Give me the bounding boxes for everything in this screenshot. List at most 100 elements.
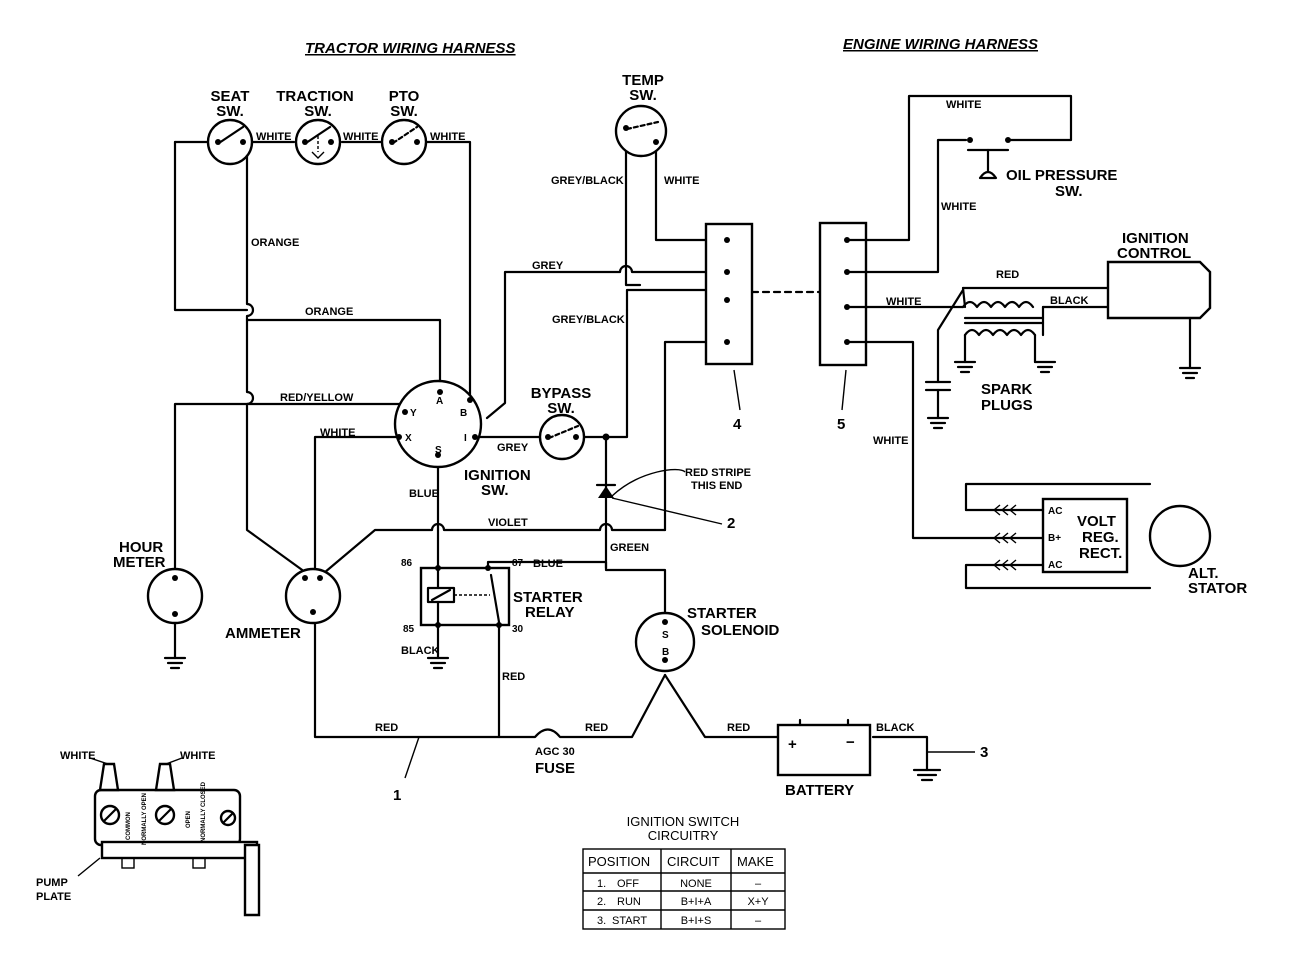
table-row-position: RUN [617,896,641,908]
wire-label-orange: ORANGE [251,237,299,249]
hour-meter [146,567,204,670]
diode [595,468,723,525]
pump-normally-open: NORMALLY OPEN [142,793,148,845]
table-header-position: POSITION [588,854,650,869]
ignition-sw-label-2: SW. [481,482,509,499]
wire-label-grey: GREY [497,442,529,454]
ign-pin-x: X [405,433,412,444]
pump-plate-label: PUMP [36,877,68,889]
table-row-circuit: B+I+S [681,915,712,927]
starter-relay-label-2: RELAY [525,604,574,621]
callout-1: 1 [393,787,401,804]
ign-pin-y: Y [410,408,417,419]
seat-sw-label-2: SW. [216,103,244,120]
ign-pin-a: A [436,396,443,407]
wire-label-white: WHITE [886,296,921,308]
volt-reg-label-3: RECT. [1079,545,1122,562]
wire-label-white: WHITE [941,201,976,213]
temp-sw-label: TEMP [622,72,664,89]
wire-label-white: WHITE [320,427,355,439]
hour-meter-label: HOUR [119,539,163,556]
ignition-control-label: IGNITION [1122,230,1189,247]
engine-wires [845,94,1110,540]
table-row-circuit: B+I+A [681,896,712,908]
ignition-control [1106,260,1212,380]
fuse-label: AGC 30 [535,746,575,758]
traction-sw-label-2: SW. [304,103,332,120]
battery-minus: − [846,734,855,751]
reg-pin-b-plus: B+ [1048,533,1061,544]
alt-stator [1148,504,1212,568]
battery-plus: + [788,736,797,753]
oil-pressure-sw-label: OIL PRESSURE [1006,167,1117,184]
wire-label-white: WHITE [946,99,981,111]
pto-switch [380,118,428,166]
spark-plugs-label: SPARK [981,381,1033,398]
table-row-make: – [755,878,762,890]
temp-switch [614,104,668,158]
wire-label-blue: BLUE [533,558,563,570]
wire-label-violet: VIOLET [488,517,528,529]
reg-pin-ac: AC [1048,560,1062,571]
oil-pressure-sw-label-2: SW. [1055,183,1083,200]
starter-solenoid-label-2: SOLENOID [701,622,780,639]
table-row-num: 1. [597,878,606,890]
wire-label-grey: GREY [532,260,564,272]
wire-label-red: RED [375,722,398,734]
fuse-label-2: FUSE [535,760,575,777]
wire-label-black: BLACK [401,645,440,657]
bypass-sw-label: BYPASS [531,385,592,402]
relay-pin-86: 86 [401,558,413,569]
volt-reg-label: VOLT [1077,513,1116,530]
ign-pin-s: S [435,445,442,456]
wire-label-red: RED [502,671,525,683]
table-row-num: 2. [597,896,606,908]
ammeter [284,567,342,625]
relay-pin-85: 85 [403,624,415,635]
bypass-switch [538,413,610,461]
connector-5 [818,221,868,411]
table-title-2: CIRCUITRY [648,828,719,843]
table-row-make: – [755,915,762,927]
pump-plate [77,757,261,917]
ammeter-label: AMMETER [225,625,301,642]
alt-stator-label-2: STATOR [1188,580,1247,597]
wire-label-black: BLACK [1050,295,1089,307]
tractor-harness-title: TRACTOR WIRING HARNESS [305,40,516,57]
pto-sw-label-2: SW. [390,103,418,120]
starter-relay [419,565,511,670]
wire-label-green: GREEN [610,542,649,554]
battery [776,718,872,777]
ignition-switch [393,379,483,469]
volt-reg-label-2: REG. [1082,529,1119,546]
ignition-sw-label: IGNITION [464,467,531,484]
table-header-make: MAKE [737,854,774,869]
connector-4 [704,222,754,411]
wire-label-white: WHITE [343,131,378,143]
wire-label-red: RED [585,722,608,734]
solenoid-pin-b: B [662,647,669,658]
pto-sw-label: PTO [389,88,420,105]
table-row-num: 3. [597,915,606,927]
traction-sw-label: TRACTION [276,88,354,105]
temp-sw-label-2: SW. [629,87,657,104]
ign-pin-i: I [464,433,467,444]
callout-3: 3 [980,744,988,761]
diode-note-2: THIS END [691,480,742,492]
volt-regulator [964,482,1162,590]
ground-icon [912,751,975,782]
callout-4: 4 [733,416,742,433]
wire-label-red-yellow: RED/YELLOW [280,392,354,404]
reg-pin-ac: AC [1048,506,1062,517]
starter-solenoid-label: STARTER [687,605,757,622]
diode-note: RED STRIPE [685,467,751,479]
wire-label-white: WHITE [873,435,908,447]
wire-label-white: WHITE [430,131,465,143]
pump-normally-closed: NORMALLY CLOSED [201,781,207,842]
wire-label-red: RED [996,269,1019,281]
hour-meter-label-2: METER [113,554,166,571]
pump-common: COMMON [126,812,132,840]
table-title: IGNITION SWITCH [627,814,740,829]
